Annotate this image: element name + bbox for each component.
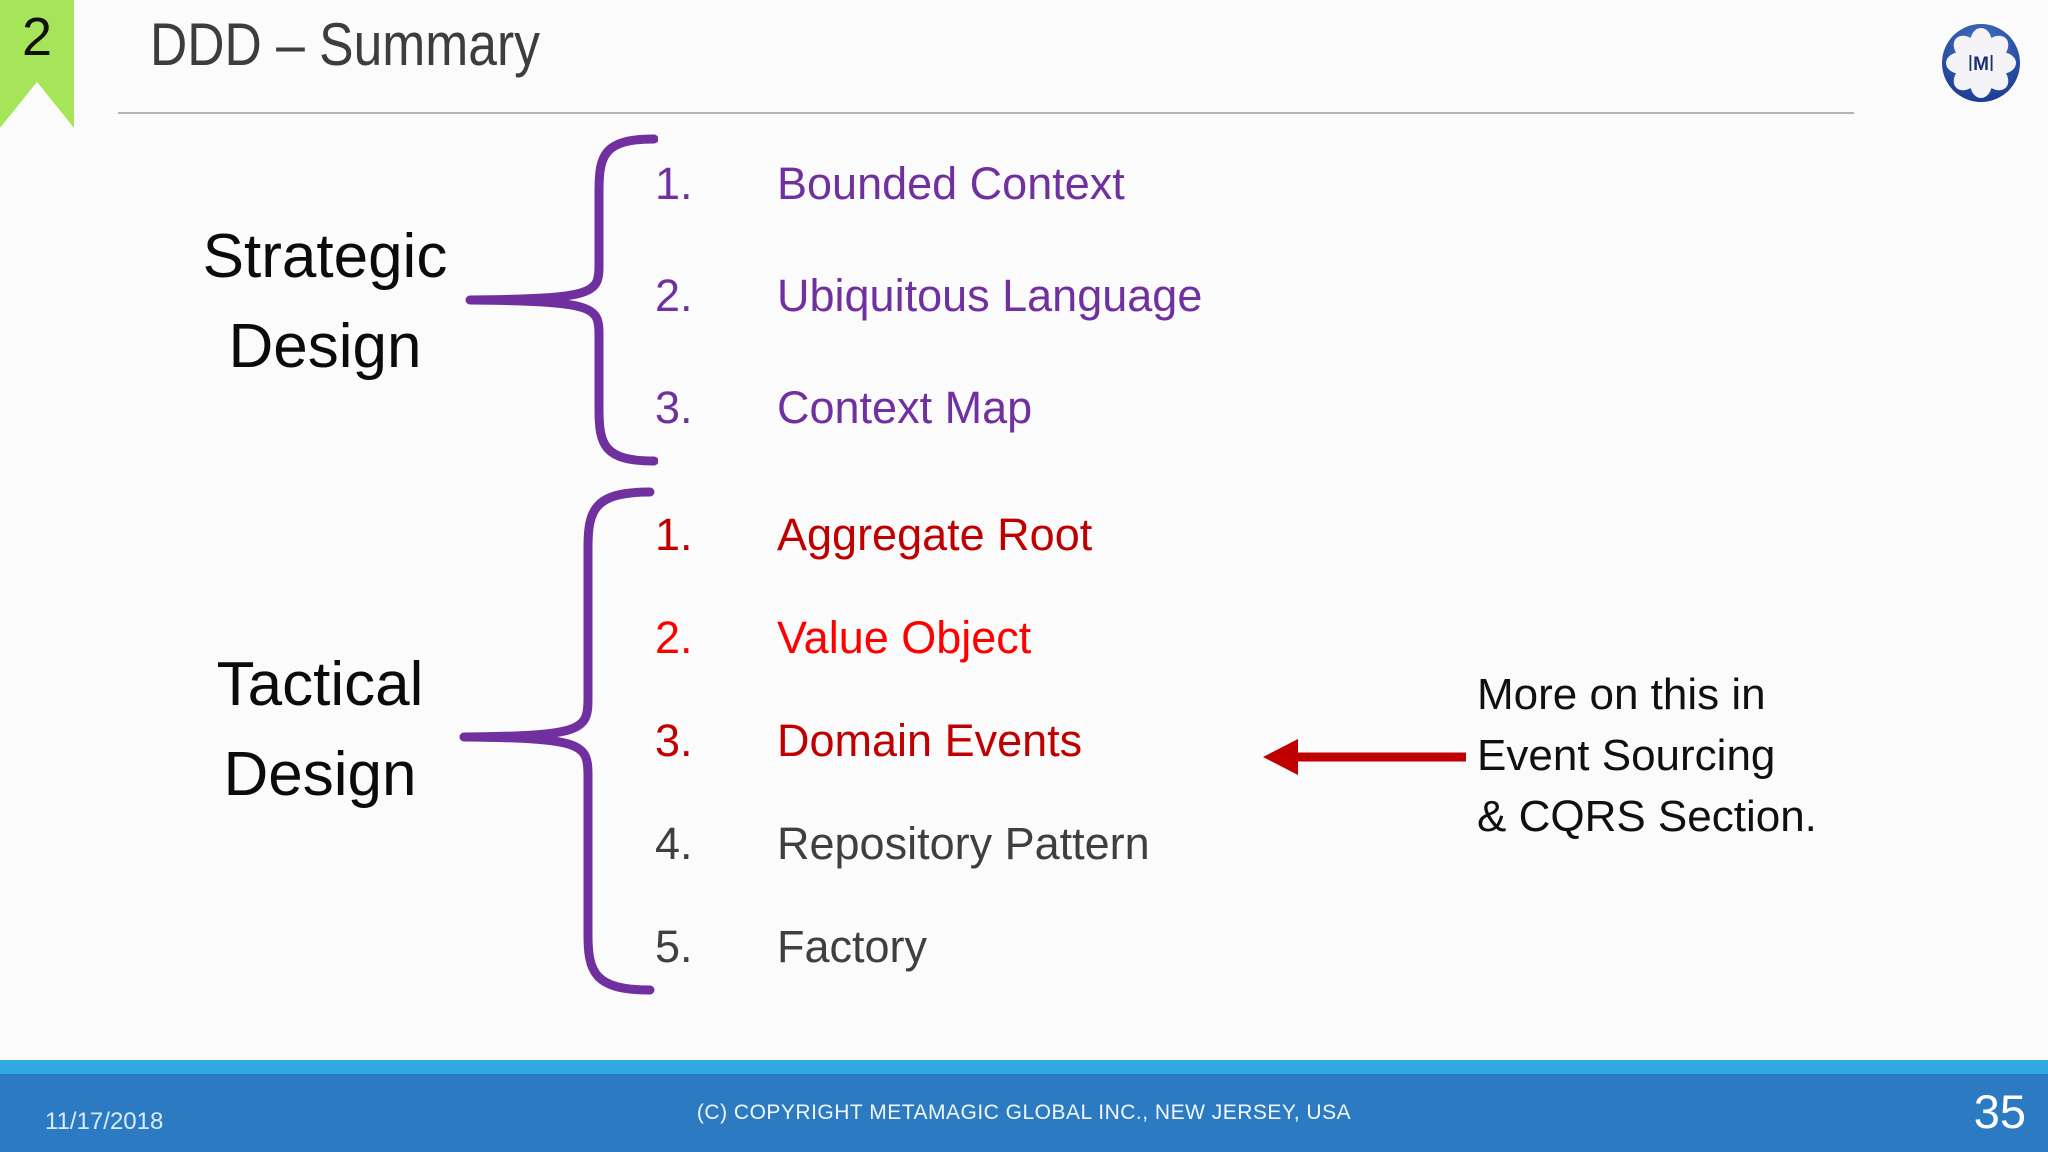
item-label: Repository Pattern (777, 817, 1150, 869)
item-number: 5. (655, 920, 693, 972)
list-item: 3. Context Map (655, 352, 1555, 464)
item-number: 4. (655, 817, 693, 869)
tactical-brace (459, 487, 655, 995)
item-number: 2. (655, 611, 693, 663)
section-number: 2 (21, 7, 53, 67)
item-number: 1. (655, 508, 693, 560)
strategic-brace-path (465, 134, 658, 466)
footer-date: 11/17/2018 (45, 1108, 164, 1135)
strategic-item-list: 1. Bounded Context 2. Ubiquitous Languag… (655, 128, 1555, 464)
list-item: 3. Domain Events (655, 689, 1555, 792)
item-label: Domain Events (777, 714, 1083, 766)
item-label: Factory (777, 920, 928, 972)
list-item: 1. Aggregate Root (655, 483, 1555, 586)
tactical-design-label: Tactical Design (216, 650, 424, 809)
list-item: 4. Repository Pattern (655, 792, 1555, 895)
left-arrow-icon (1263, 739, 1466, 775)
logo-letter: M (1973, 54, 1989, 75)
list-item: 1. Bounded Context (655, 128, 1555, 240)
tactical-brace-path (459, 487, 655, 995)
footer-accent-strip (0, 1060, 2048, 1074)
list-item: 2. Ubiquitous Language (655, 240, 1555, 352)
item-label: Bounded Context (777, 158, 1125, 209)
tactical-item-list: 1. Aggregate Root 2. Value Object 3. Dom… (655, 483, 1555, 998)
item-number: 1. (655, 158, 693, 209)
strategic-brace (465, 134, 658, 466)
item-number: 2. (655, 270, 693, 321)
list-item: 5. Factory (655, 895, 1555, 998)
item-label: Ubiquitous Language (777, 270, 1203, 321)
logo-center (1966, 48, 1996, 78)
metamagic-logo-icon: M (1942, 24, 2020, 102)
strategic-design-label: Strategic Design (202, 222, 448, 381)
section-number-ribbon: 2 (0, 0, 74, 128)
page-number: 35 (1973, 1085, 2026, 1138)
item-number: 3. (655, 382, 693, 433)
footer-bar: 11/17/2018 (C) COPYRIGHT METAMAGIC GLOBA… (0, 1074, 2048, 1152)
item-label: Value Object (777, 611, 1032, 663)
title-underline (118, 112, 1854, 114)
page-title: DDD – Summary (150, 11, 540, 78)
footer-copyright: (C) COPYRIGHT METAMAGIC GLOBAL INC., NEW… (696, 1101, 1352, 1124)
list-item: 2. Value Object (655, 586, 1555, 689)
item-label: Context Map (777, 382, 1033, 433)
annotation-text: More on this in Event Sourcing & CQRS Se… (1477, 670, 1817, 841)
item-label: Aggregate Root (777, 508, 1093, 560)
item-number: 3. (655, 714, 693, 766)
